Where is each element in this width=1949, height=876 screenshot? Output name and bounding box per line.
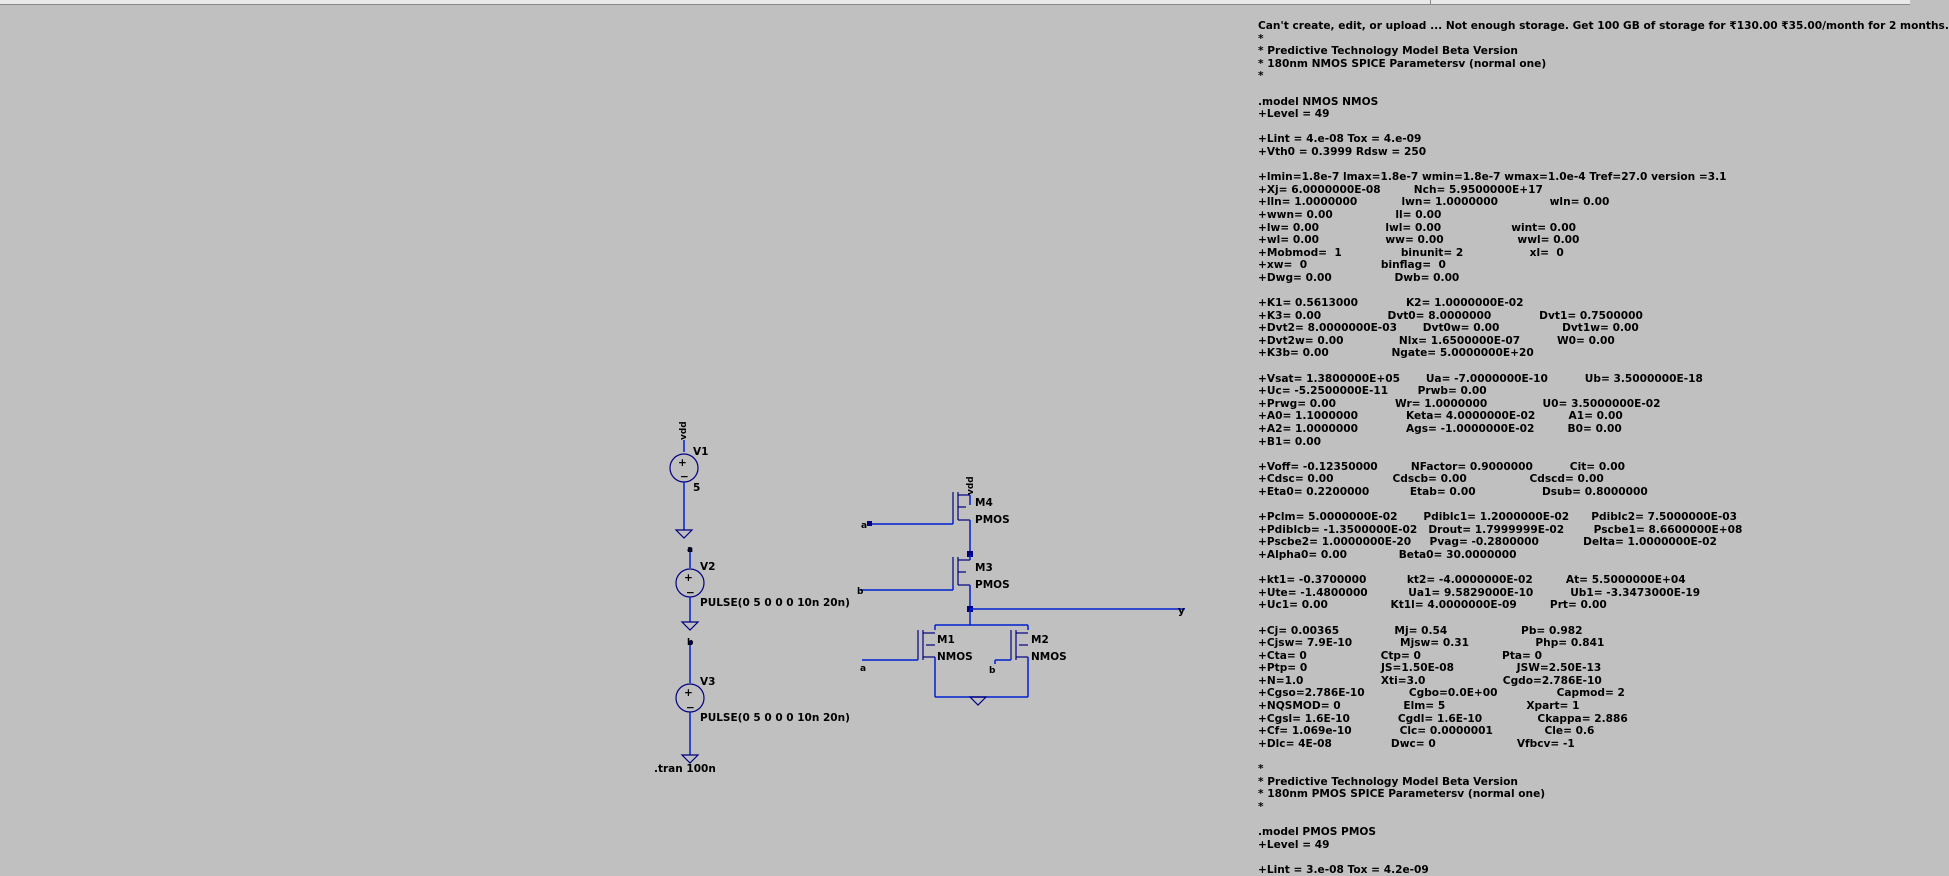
m3-name: M3 xyxy=(975,562,993,574)
pmos-m3[interactable]: b M3 PMOS xyxy=(857,551,1010,610)
ground-icon xyxy=(968,696,988,706)
ground-icon xyxy=(674,529,694,539)
net-dot xyxy=(688,641,692,645)
ground-icon xyxy=(680,621,700,631)
tran-directive[interactable]: .tran 100n xyxy=(654,763,716,775)
m4-model: PMOS xyxy=(975,514,1010,526)
net-label-y: y xyxy=(1178,605,1185,617)
voltage-source-v3[interactable]: + − V3 PULSE(0 5 0 0 0 10n 20n) b xyxy=(675,638,850,764)
voltage-source-v1[interactable]: + − V1 5 vdd xyxy=(669,421,708,539)
source-v3-name: V3 xyxy=(700,676,715,688)
net-label-b: b xyxy=(687,638,694,648)
source-v1-value: 5 xyxy=(693,482,700,494)
m4-name: M4 xyxy=(975,497,993,509)
pmos-m4[interactable]: vdd a M4 PMOS xyxy=(861,476,1010,555)
ground-icon xyxy=(680,754,700,764)
net-dot xyxy=(688,548,692,552)
source-v1-name: V1 xyxy=(693,446,708,458)
voltage-source-v2[interactable]: + − V2 PULSE(0 5 0 0 0 10n 20n) a xyxy=(675,545,850,631)
nmos-m2[interactable]: b M2 NMOS xyxy=(989,625,1067,697)
plus-sign: + xyxy=(684,687,693,699)
spice-directive-text[interactable]: Can't create, edit, or upload ... Not en… xyxy=(1258,20,1949,876)
m2-model: NMOS xyxy=(1031,651,1067,663)
schematic-canvas[interactable]: + − V1 5 vdd + − V2 PULSE(0 5 0 0 0 10n … xyxy=(0,0,1240,873)
plus-sign: + xyxy=(678,457,687,469)
net-label-a-m1: a xyxy=(860,664,866,674)
plus-sign: + xyxy=(684,572,693,584)
m3-model: PMOS xyxy=(975,579,1010,591)
net-label-a-gate: a xyxy=(861,521,867,531)
net-label-a: a xyxy=(687,545,693,555)
minus-sign: − xyxy=(680,471,689,483)
border-tick xyxy=(1430,0,1431,4)
net-label-vdd: vdd xyxy=(966,476,976,495)
net-label-vdd: vdd xyxy=(679,421,689,440)
m2-name: M2 xyxy=(1031,634,1049,646)
m1-model: NMOS xyxy=(937,651,973,663)
net-label-b-m2: b xyxy=(989,666,996,676)
source-v2-value: PULSE(0 5 0 0 0 10n 20n) xyxy=(700,597,850,609)
source-v3-value: PULSE(0 5 0 0 0 10n 20n) xyxy=(700,712,850,724)
nmos-m1[interactable]: a M1 NMOS xyxy=(860,625,973,697)
net-label-b-gate: b xyxy=(857,587,864,597)
minus-sign: − xyxy=(686,587,695,599)
net-dot xyxy=(867,521,872,526)
m1-name: M1 xyxy=(937,634,955,646)
source-v2-name: V2 xyxy=(700,561,715,573)
junction-dot xyxy=(967,551,973,557)
minus-sign: − xyxy=(686,702,695,714)
window-top-border xyxy=(0,0,1910,5)
